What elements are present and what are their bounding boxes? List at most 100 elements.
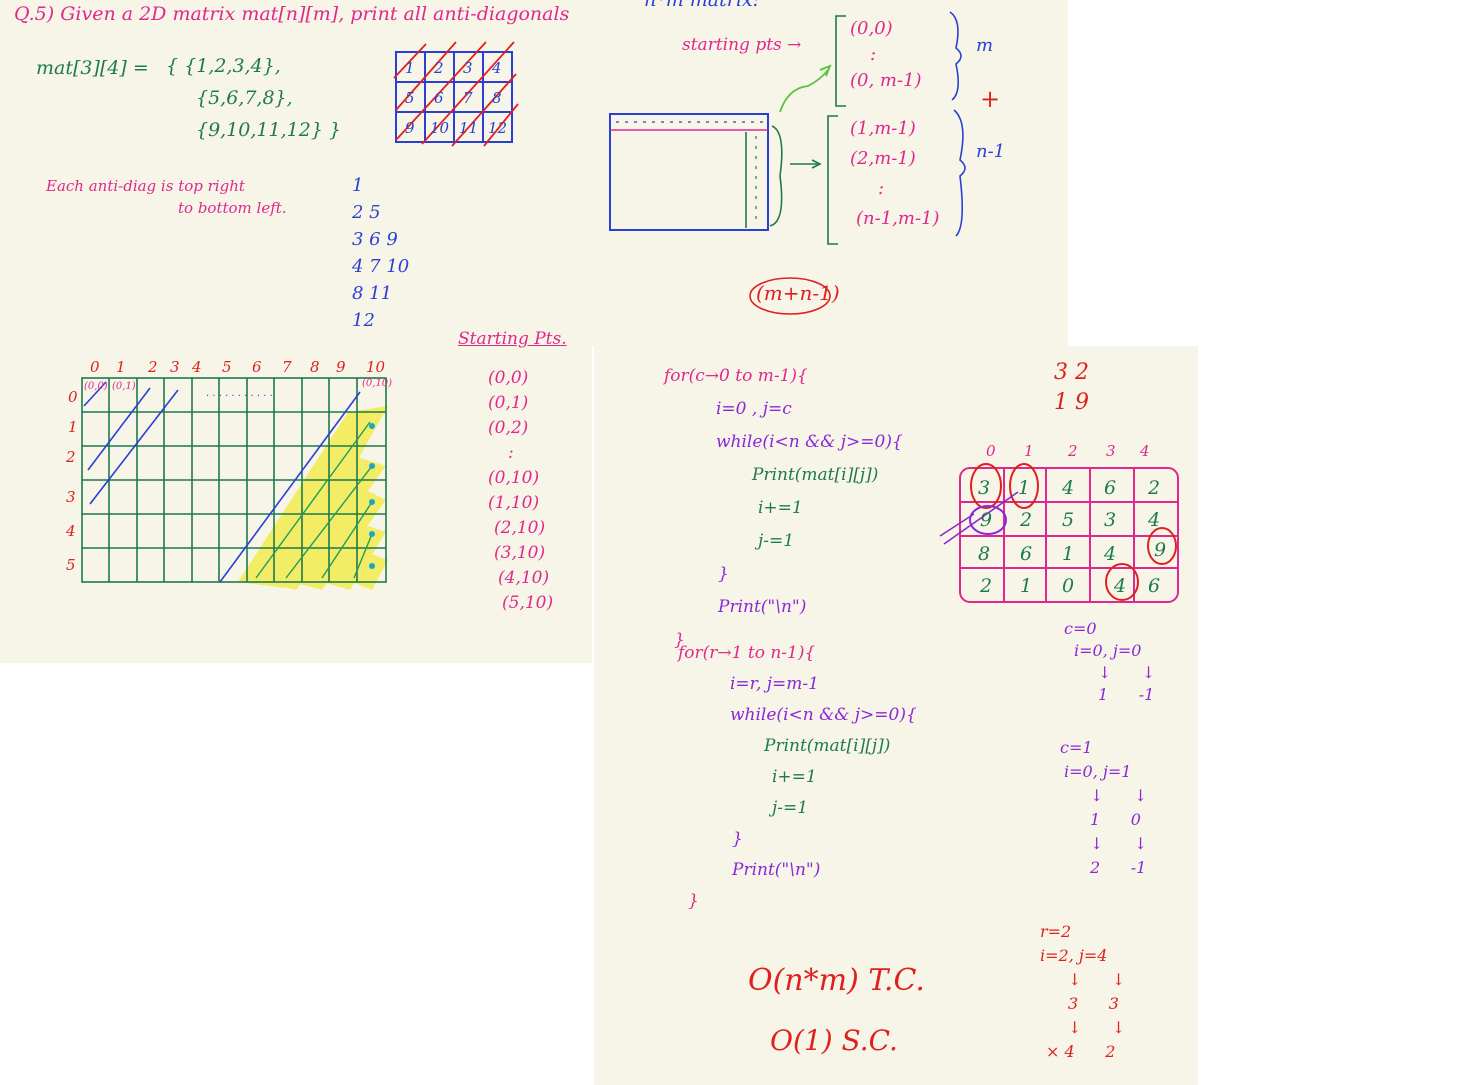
starting-pt: (3,10) [494,543,546,563]
code-line: i=0 , j=c [716,399,792,419]
total-diagonals: (m+n-1) [756,281,840,305]
scratch-line: 3 2 [1054,360,1089,385]
starting-pt: (0,10) [488,468,540,488]
example-cell: 2 [1147,477,1160,499]
code-block-2: for(r→1 to n-1){ i=r, j=m-1 while(i<n &&… [678,638,917,917]
trace-c1: c=1 i=0, j=1 ↓ ↓ 1 0 ↓ ↓ 2 -1 [1060,736,1147,880]
code-line: Print(mat[i][j]) [764,736,891,756]
matrix-declaration: mat[3][4] = [36,57,149,79]
code-line: j-=1 [758,531,795,551]
second-group-item: (n-1,m-1) [856,208,940,229]
code-block-1: for(c→0 to m-1){ i=0 , j=c while(i<n && … [664,360,903,657]
trace-line: i=0, j=1 [1064,762,1132,781]
example-cell: 9 [980,509,992,531]
starting-pt: (5,10) [502,593,554,613]
matrix-row-2: {5,6,7,8}, [196,87,293,109]
trace-line: c=1 [1060,738,1093,757]
second-group-item: (1,m-1) [850,118,916,139]
code-line: i=r, j=m-1 [730,674,819,694]
first-group-item: (0, m-1) [850,70,922,91]
output-row: 12 [352,310,375,331]
example-cell: 2 [1019,509,1032,531]
col-label: 0 [90,358,100,376]
row-label: 2 [65,448,76,466]
code-line: } [688,891,699,911]
small-cell: 9 [405,119,415,137]
code-line: for(r→1 to n-1){ [678,643,816,663]
col-label: 6 [252,358,262,376]
grid-ellipsis: . . . . . . . . . . . [206,388,273,399]
small-cell: 2 [433,59,444,77]
trace-line: c=0 [1064,619,1097,638]
small-cell: 7 [463,89,473,107]
notes-panel-2: n*m matrix: starting pts → (0,0) : (0, m… [592,0,1068,346]
code-line: Print("\n") [732,860,821,880]
starting-pts-title: Starting Pts. [458,329,567,349]
trace-line: ↓ ↓ [1068,1018,1126,1037]
col-label: 4 [191,358,202,376]
cell-label: (0,1) [112,381,136,392]
example-cell: 8 [978,543,990,565]
small-cell: 6 [434,89,444,107]
example-cell: 1 [1018,477,1030,499]
note-line-2: to bottom left. [178,199,287,217]
starting-pt: (0,1) [488,393,529,413]
cell-label: (0,0) [84,381,108,392]
second-group: (1,m-1) (2,m-1) : (n-1,m-1) [850,114,940,234]
example-cell: 4 [1147,509,1160,531]
col-label: 7 [282,358,292,376]
trace-line: ↓ ↓ [1090,834,1148,853]
small-cell: 1 [405,59,415,77]
code-line: for(c→0 to m-1){ [664,366,808,386]
starting-pts-label: starting pts → [682,35,802,55]
code-line: while(i<n && j>=0){ [730,705,917,725]
matrix-row-3: {9,10,11,12} } [196,119,342,141]
trace-line: ↓ ↓ [1090,786,1148,805]
code-line: } [732,829,743,849]
trace-line: 1 0 [1090,810,1141,829]
starting-pt: (1,10) [488,493,540,513]
example-cell: 2 [979,575,992,597]
scratch-line: 1 9 [1054,390,1089,415]
starting-pts-list: (0,0) (0,1) (0,2) : (0,10) (1,10) (2,10)… [488,366,553,616]
big-matrix-grid: 0 1 2 3 4 5 6 7 8 9 10 0 1 2 3 4 5 (0,0)… [65,358,392,590]
small-cell: 3 [463,59,473,77]
output-row: 2 5 [352,202,381,223]
trace-line: 3 3 [1068,994,1119,1013]
starting-pt: (4,10) [498,568,550,588]
example-cell: 6 [1020,543,1032,565]
first-group-item: (0,0) [850,18,893,39]
starting-pt: (0,0) [488,368,529,388]
example-cell: 4 [1113,575,1126,597]
example-col-label: 2 [1067,442,1078,460]
example-matrix-grid: 0 1 2 3 4 3 1 4 6 2 9 [939,442,1179,603]
code-line: i+=1 [772,767,817,787]
row-label: 3 [66,488,76,506]
note-line-1: Each anti-diag is top right [46,177,245,195]
col-label: 3 [170,358,180,376]
matrix-diagram [609,11,966,315]
matrix-caption: n*m matrix: [644,0,760,11]
small-cell: 11 [459,119,478,137]
output-row: 4 7 10 [352,256,410,277]
cell-label: (0,10) [362,378,392,389]
first-group-item: : [870,44,877,65]
row-label: 0 [68,388,78,406]
starting-pt: (2,10) [494,518,546,538]
starting-pt: : [508,443,514,463]
trace-line: ↓ ↓ [1098,663,1156,682]
trace-r2: r=2 i=2, j=4 ↓ ↓ 3 3 ↓ ↓ × 4 2 [1040,920,1125,1064]
small-cell: 10 [430,119,450,137]
trace-line: ↓ ↓ [1068,970,1126,989]
example-cell: 0 [1062,575,1074,597]
plus-sign: + [980,85,1001,113]
output-row: 1 [352,175,364,196]
scratch-numbers: 3 2 1 9 [1054,358,1089,418]
second-group-item: : [878,178,885,199]
example-cell: 4 [1103,543,1116,565]
example-cell: 9 [1154,539,1166,561]
trace-line: × 4 2 [1046,1042,1116,1061]
trace-line: i=2, j=4 [1040,946,1108,965]
example-cell: 4 [1061,477,1074,499]
first-group: (0,0) : (0, m-1) [850,16,922,94]
